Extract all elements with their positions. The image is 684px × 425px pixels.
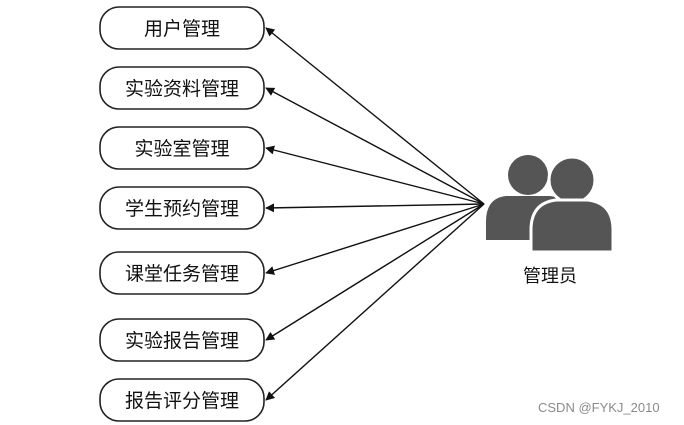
watermark-text: CSDN @FYKJ_2010	[538, 400, 660, 415]
module-node: 实验室管理	[99, 126, 265, 170]
users-group-icon	[486, 155, 615, 254]
module-box	[99, 6, 265, 50]
association-arrow	[265, 27, 485, 205]
module-node: 用户管理	[99, 6, 265, 50]
module-box	[99, 126, 265, 170]
association-arrow	[265, 145, 485, 205]
administrator-actor: 管理员	[486, 155, 615, 287]
module-node: 课堂任务管理	[99, 251, 265, 295]
module-label: 报告评分管理	[125, 390, 239, 412]
module-label: 实验资料管理	[125, 78, 239, 100]
module-box	[99, 186, 265, 230]
module-label: 课堂任务管理	[125, 263, 239, 285]
module-label: 学生预约管理	[125, 198, 239, 220]
module-box	[99, 378, 265, 422]
association-arrow	[265, 203, 485, 401]
module-node: 学生预约管理	[99, 186, 265, 230]
association-arrow	[265, 203, 485, 341]
association-arrow	[265, 203, 485, 213]
module-label: 用户管理	[144, 18, 220, 40]
edges	[265, 27, 485, 401]
module-node: 实验资料管理	[99, 66, 265, 110]
module-label: 实验室管理	[134, 138, 229, 160]
module-node: 报告评分管理	[99, 378, 265, 422]
association-arrow	[265, 87, 485, 205]
association-arrow	[265, 203, 485, 275]
module-box	[99, 318, 265, 362]
module-box	[99, 66, 265, 110]
module-box	[99, 251, 265, 295]
module-label: 实验报告管理	[125, 330, 239, 352]
actor-label: 管理员	[523, 266, 577, 287]
module-node: 实验报告管理	[99, 318, 265, 362]
